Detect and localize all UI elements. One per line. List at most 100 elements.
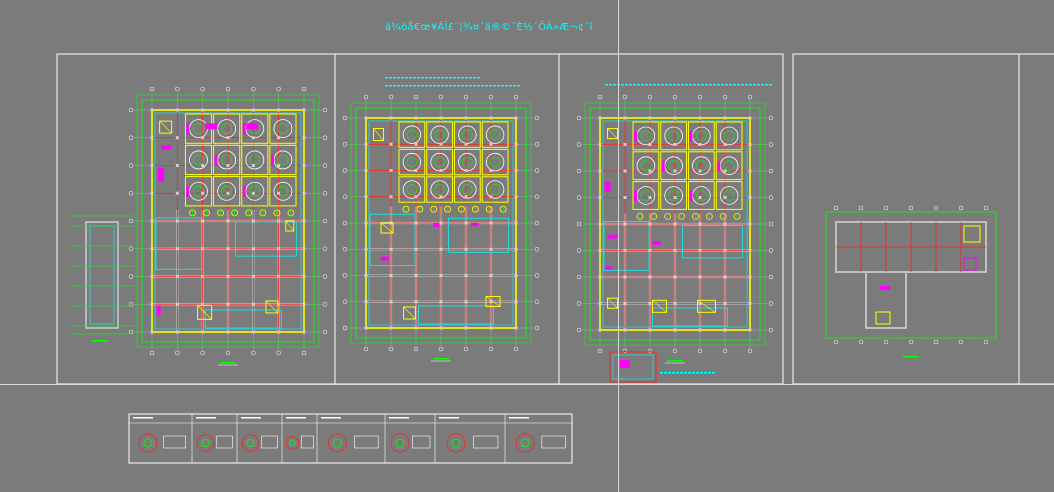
- cabin-room: [688, 151, 715, 181]
- axis-bubble: [883, 339, 889, 345]
- stair-block: [607, 128, 618, 140]
- axis-bubble: [858, 205, 864, 211]
- plan-title-text: [92, 340, 108, 342]
- tub-inner: [193, 154, 204, 166]
- axis-bubble: [251, 86, 256, 92]
- axis-bubble: [322, 302, 328, 307]
- structural-column: [514, 116, 518, 120]
- axis-bubble: [342, 142, 348, 147]
- cabin-room: [426, 121, 453, 148]
- tub-fixture: [692, 126, 711, 146]
- structural-column: [150, 302, 154, 306]
- structural-column: [201, 136, 205, 140]
- structural-column: [623, 196, 627, 199]
- structural-column: [464, 274, 468, 277]
- legend-header-text: [196, 417, 216, 419]
- cabin-room: [632, 121, 660, 151]
- sheet-note-line: [660, 372, 715, 374]
- structural-column: [414, 274, 418, 277]
- structural-column: [723, 328, 727, 332]
- structural-column: [489, 142, 493, 146]
- stair-diagonal: [285, 220, 294, 232]
- structural-column: [598, 116, 602, 120]
- highlight-block: [246, 123, 259, 130]
- legend-symbol: [285, 436, 300, 450]
- structural-column: [175, 247, 179, 251]
- crosshair-vertical: [618, 0, 619, 492]
- structural-column: [748, 169, 752, 173]
- structural-column: [389, 169, 393, 172]
- structural-column: [414, 326, 418, 330]
- structural-column: [251, 219, 255, 223]
- legend-swatch: [412, 435, 431, 449]
- axis-bubble: [128, 218, 134, 224]
- cabin-room: [184, 144, 213, 176]
- tub-inner: [462, 184, 473, 195]
- structural-column: [201, 219, 205, 223]
- tub-fixture: [430, 152, 449, 172]
- structural-column: [489, 169, 493, 172]
- structural-column: [201, 191, 205, 195]
- axis-bubble: [276, 350, 281, 356]
- cabin-room: [715, 181, 743, 210]
- legend-header-text: [241, 417, 261, 419]
- highlight-block: [161, 145, 172, 150]
- legend-swatch: [473, 435, 499, 449]
- cabin-room: [481, 148, 509, 176]
- tub-inner: [193, 185, 204, 197]
- legend-swatch: [300, 435, 314, 449]
- tub-inner: [696, 190, 707, 201]
- axis-bubble: [534, 299, 540, 304]
- axis-bubble: [225, 86, 231, 92]
- cabin-room: [213, 144, 241, 176]
- tub-fixture: [458, 180, 477, 199]
- legend-symbol: [395, 438, 405, 448]
- axis-bubble: [175, 86, 180, 92]
- axis-bubble: [983, 205, 989, 211]
- axis-bubble: [833, 205, 839, 211]
- structural-column: [489, 300, 493, 304]
- legend-swatch: [163, 435, 186, 449]
- structural-column: [277, 136, 281, 140]
- axis-bubble: [933, 205, 939, 211]
- cabin-room: [454, 176, 481, 203]
- axis-bubble: [463, 94, 469, 100]
- tub-fixture: [430, 125, 449, 144]
- axis-bubble: [622, 94, 628, 100]
- highlight-block: [661, 160, 665, 172]
- axis-bubble: [576, 274, 582, 280]
- structural-column: [226, 108, 230, 112]
- tub-inner: [668, 130, 679, 142]
- stair-block: [697, 299, 716, 313]
- tub-inner: [668, 190, 679, 201]
- structural-column: [364, 142, 368, 146]
- structural-column: [648, 196, 652, 199]
- structural-column: [150, 164, 154, 167]
- cabin-room: [398, 148, 426, 176]
- structural-column: [277, 219, 281, 223]
- tub-inner: [249, 185, 261, 197]
- axis-bubble: [342, 220, 348, 226]
- legend-header-text: [133, 417, 153, 419]
- axis-bubble: [149, 86, 155, 92]
- structural-column: [723, 169, 727, 173]
- structural-column: [489, 326, 493, 330]
- axis-bubble: [647, 94, 653, 100]
- floor-plan-3: [576, 94, 774, 364]
- cabin-room: [454, 148, 481, 176]
- plan-title-text: [903, 356, 919, 358]
- structural-column: [698, 196, 702, 199]
- axis-bubble: [983, 339, 989, 345]
- tub-fixture: [636, 126, 656, 146]
- cabin-room: [715, 151, 743, 181]
- axis-bubble: [576, 327, 582, 333]
- tub-fixture: [217, 150, 237, 170]
- highlight-block: [270, 154, 274, 166]
- structural-column: [673, 302, 677, 305]
- legend-symbol: [201, 438, 210, 447]
- structural-column: [201, 108, 205, 112]
- structural-column: [277, 191, 281, 195]
- axis-bubble: [342, 168, 348, 173]
- structural-column: [489, 221, 493, 225]
